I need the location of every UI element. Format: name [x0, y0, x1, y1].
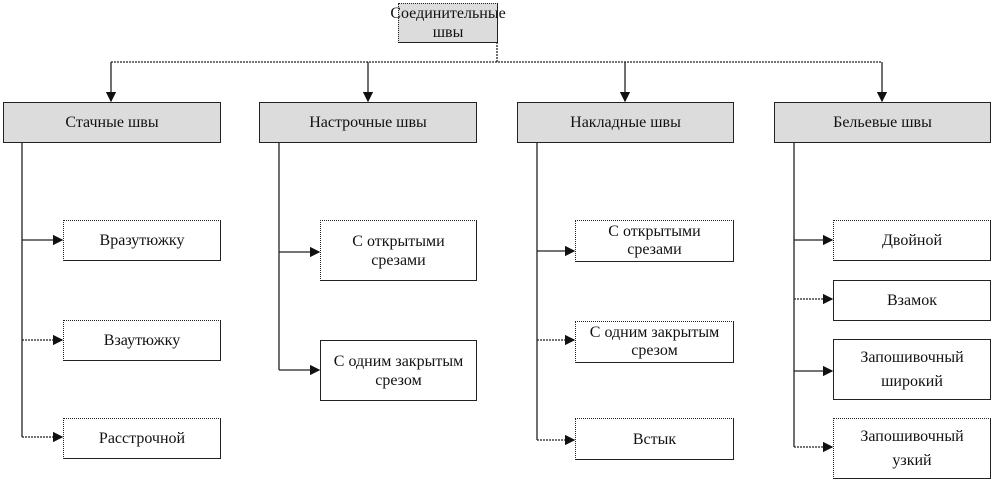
category-nastrochnye: Настрочные швы	[259, 102, 477, 143]
node-vstyk: Встык	[575, 418, 734, 460]
node-vrazutyuzhku: Вразутюжку	[63, 220, 221, 261]
node-vzamok: Взамок	[833, 280, 991, 321]
node-rasstrochnoy: Расстрочной	[63, 418, 221, 459]
node-vzautyuzhku: Взаутюжку	[63, 320, 221, 361]
node-zaposhivochny-uzkiy: Запошивочный узкий	[833, 418, 991, 479]
node-zaposhivochny-shirokiy: Запошивочный широкий	[833, 339, 991, 400]
category-belevye: Бельевые швы	[774, 102, 991, 143]
node-dvoynoy: Двойной	[833, 220, 991, 261]
node-one-closed-edge-1: С одним закрытым срезом	[320, 340, 477, 401]
category-nakladnye: Накладные швы	[517, 102, 734, 143]
category-stachnye: Стачные швы	[3, 102, 221, 143]
root-node: Соединительные швы	[390, 3, 506, 43]
node-open-edges-2: С открытыми срезами	[575, 220, 734, 262]
node-one-closed-edge-2: С одним закрытым срезом	[575, 321, 734, 363]
node-open-edges-1: С открытыми срезами	[320, 220, 477, 281]
